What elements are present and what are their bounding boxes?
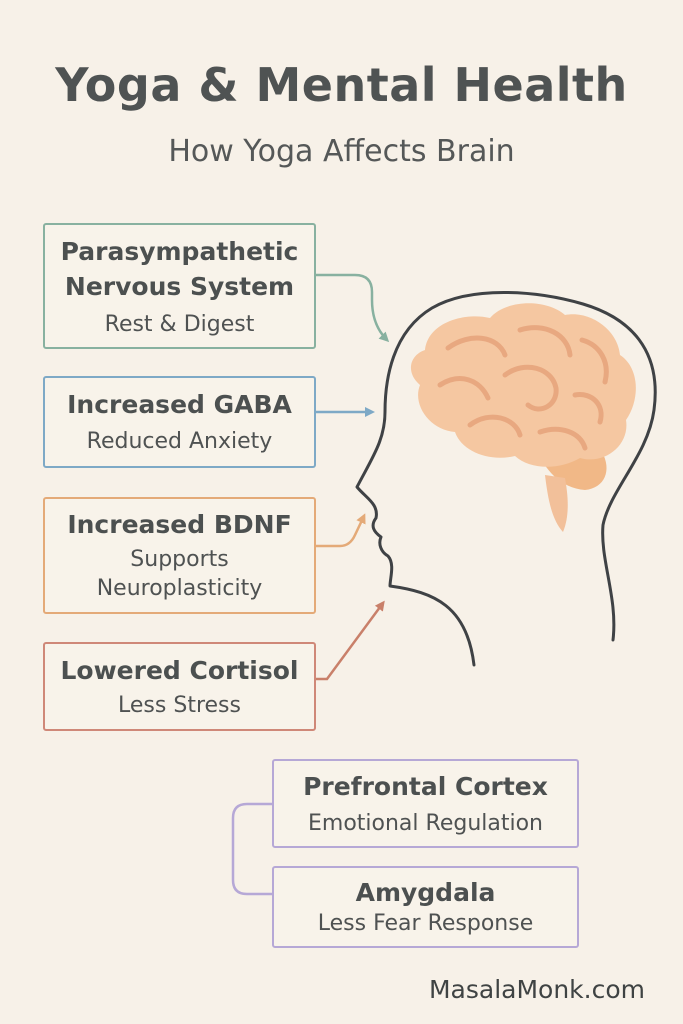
connector-psns (316, 273, 390, 343)
footer-site-name: MasalaMonk.com (428, 975, 645, 1004)
card-title: Nervous System (64, 271, 295, 301)
connector-cortisol (316, 600, 385, 681)
card-gaba: Increased GABA Reduced Anxiety (43, 376, 316, 468)
card-subtitle: Less Stress (118, 692, 241, 718)
card-title: Increased BDNF (67, 510, 292, 539)
card-parasympathetic: Parasympathetic Nervous System Rest & Di… (43, 223, 316, 349)
card-subtitle: Neuroplasticity (96, 576, 263, 601)
card-cortisol: Lowered Cortisol Less Stress (43, 642, 316, 731)
card-subtitle: Supports (130, 547, 229, 572)
bracket-connector (231, 802, 272, 896)
card-bdnf: Increased BDNF Supports Neuroplasticity (43, 497, 316, 614)
card-subtitle: Less Fear Response (317, 911, 534, 936)
brain-icon (410, 303, 636, 532)
card-title: Amygdala (355, 878, 496, 907)
connector-bdnf (316, 513, 366, 548)
card-title: Prefrontal Cortex (303, 771, 548, 801)
card-title: Increased GABA (67, 390, 292, 419)
card-title: Lowered Cortisol (60, 655, 299, 685)
card-title: Parasympathetic (60, 236, 299, 266)
head-profile-icon (355, 291, 657, 667)
card-subtitle: Reduced Anxiety (86, 429, 273, 454)
card-subtitle: Emotional Regulation (308, 810, 543, 836)
card-amygdala: Amygdala Less Fear Response (272, 866, 579, 948)
card-subtitle: Rest & Digest (104, 311, 255, 337)
card-prefrontal-cortex: Prefrontal Cortex Emotional Regulation (272, 759, 579, 848)
subtitle: How Yoga Affects Brain (168, 134, 515, 169)
title: Yoga & Mental Health (55, 58, 628, 112)
